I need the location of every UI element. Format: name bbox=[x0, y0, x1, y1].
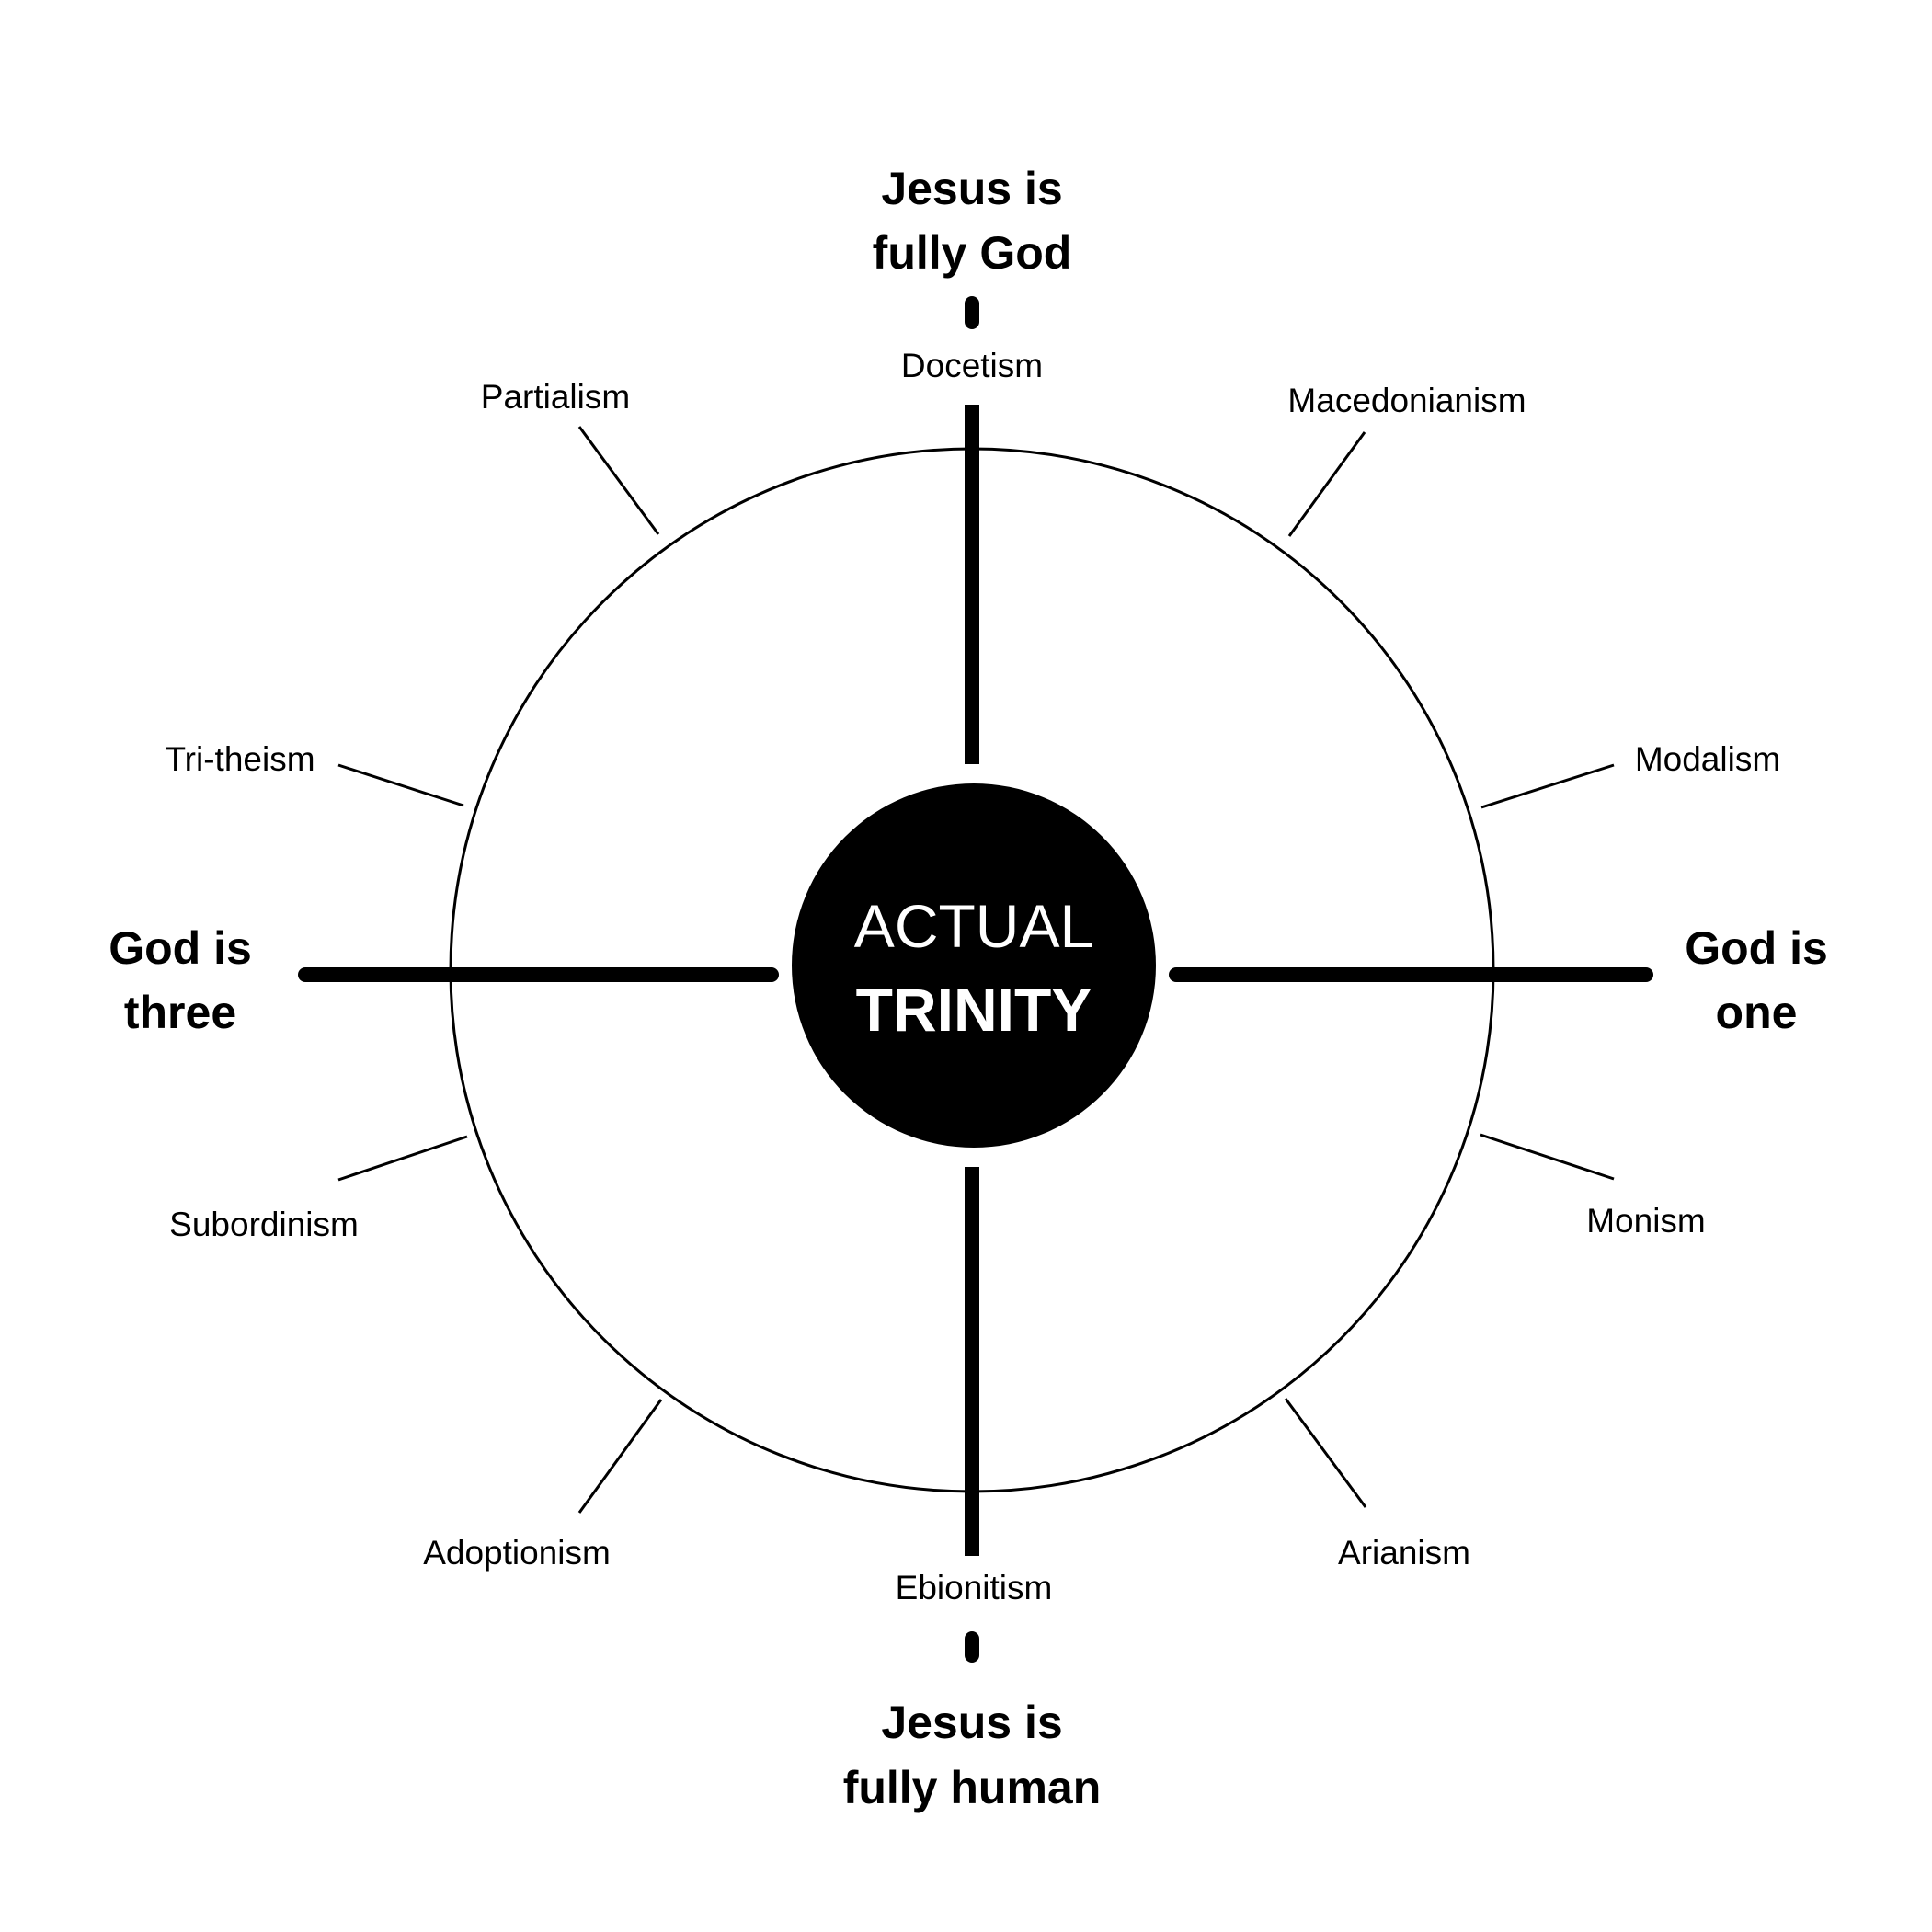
tick-subordinism bbox=[337, 1135, 468, 1182]
tick-modalism bbox=[1480, 763, 1615, 809]
tick-adoptionism bbox=[577, 1399, 663, 1514]
top-label-line2: fully God bbox=[873, 227, 1072, 279]
top-label-line1: Jesus is bbox=[881, 163, 1062, 214]
heresy-labels: Docetism Partialism Macedonianism Tri-th… bbox=[165, 347, 1780, 1606]
label-monism: Monism bbox=[1586, 1202, 1706, 1240]
label-subordinism: Subordinism bbox=[169, 1206, 359, 1243]
heresy-ticks bbox=[337, 426, 1615, 1514]
center-label-trinity: TRINITY bbox=[856, 976, 1092, 1044]
right-label-line1: God is bbox=[1685, 922, 1828, 974]
bottom-label-line1: Jesus is bbox=[881, 1697, 1062, 1748]
label-macedonianism: Macedonianism bbox=[1287, 382, 1526, 419]
tick-monism bbox=[1480, 1133, 1615, 1181]
label-modalism: Modalism bbox=[1635, 740, 1780, 778]
tick-tritheism bbox=[337, 763, 464, 807]
axis-labels: Jesus is fully God Jesus is fully human … bbox=[109, 163, 1828, 1813]
left-label-line1: God is bbox=[109, 922, 252, 974]
label-adoptionism: Adoptionism bbox=[423, 1534, 611, 1572]
label-docetism: Docetism bbox=[901, 347, 1043, 384]
tick-partialism bbox=[577, 426, 660, 535]
center-label-actual: ACTUAL bbox=[854, 892, 1093, 960]
left-label-line2: three bbox=[124, 987, 236, 1038]
tick-arianism bbox=[1284, 1398, 1367, 1508]
label-partialism: Partialism bbox=[481, 378, 630, 416]
bottom-label-line2: fully human bbox=[843, 1762, 1102, 1813]
axes bbox=[298, 296, 1653, 1663]
tick-macedonianism bbox=[1287, 431, 1366, 537]
right-label-line2: one bbox=[1716, 987, 1798, 1038]
center-circle bbox=[792, 783, 1156, 1148]
label-tritheism: Tri-theism bbox=[165, 740, 314, 778]
label-arianism: Arianism bbox=[1338, 1534, 1470, 1572]
label-ebionitism: Ebionitism bbox=[896, 1569, 1053, 1606]
